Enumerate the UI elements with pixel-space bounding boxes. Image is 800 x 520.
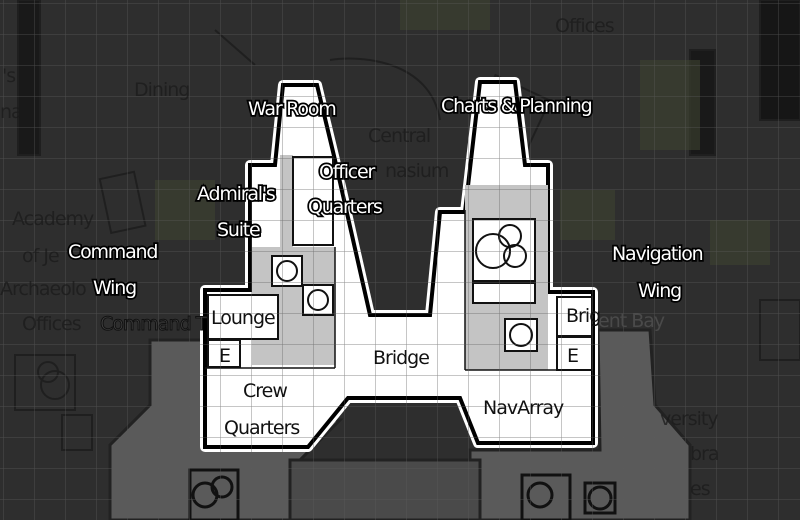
label-bra: bra — [690, 443, 719, 465]
label-dining: Dining — [134, 79, 189, 101]
label-brig[interactable]: Brig — [566, 305, 601, 327]
label-elevator-right[interactable]: E — [567, 345, 579, 367]
label-ent-bay: ent Bay — [598, 310, 665, 332]
label-na-fragment: na — [0, 101, 22, 123]
highlight-labels: War Room Charts & Planning Officer Quart… — [66, 93, 705, 304]
label-offices-left: Offices — [22, 313, 81, 335]
label-academy: Academy — [12, 208, 94, 230]
background-labels: Dining Offices Central nasium Academy of… — [0, 15, 720, 500]
label-officer-1[interactable]: Officer — [317, 159, 378, 185]
label-offices-top: Offices — [555, 15, 614, 37]
label-command-1[interactable]: Command — [66, 239, 160, 265]
label-admiral-2[interactable]: Suite — [215, 217, 263, 243]
label-admiral-1[interactable]: Admiral's — [195, 181, 278, 207]
label-archaeolo: Archaeolo — [0, 278, 86, 300]
label-charts-planning[interactable]: Charts & Planning — [439, 93, 594, 119]
label-command-t: Command T — [100, 313, 208, 335]
label-nav-1[interactable]: Navigation — [610, 241, 705, 267]
label-officer-2[interactable]: Quarters — [306, 194, 385, 220]
label-crew-1[interactable]: Crew — [243, 380, 288, 402]
label-command-2[interactable]: Wing — [91, 275, 139, 301]
label-bridge[interactable]: Bridge — [373, 347, 430, 369]
label-navarray[interactable]: NavArray — [483, 397, 565, 419]
label-nav-2[interactable]: Wing — [636, 278, 684, 304]
label-s-fragment: 's — [2, 65, 15, 87]
label-lounge[interactable]: Lounge — [211, 307, 276, 329]
label-es: es — [690, 478, 710, 500]
label-central: Central — [368, 125, 430, 147]
label-crew-2[interactable]: Quarters — [224, 417, 300, 439]
label-versity: versity — [660, 408, 718, 430]
label-of-je: of Je — [22, 245, 59, 267]
label-war-room[interactable]: War Room — [246, 96, 338, 122]
label-elevator-left[interactable]: E — [219, 345, 231, 367]
label-gymnasium: nasium — [385, 160, 448, 182]
room-labels: Lounge E Crew Quarters Bridge NavArray B… — [211, 305, 601, 439]
